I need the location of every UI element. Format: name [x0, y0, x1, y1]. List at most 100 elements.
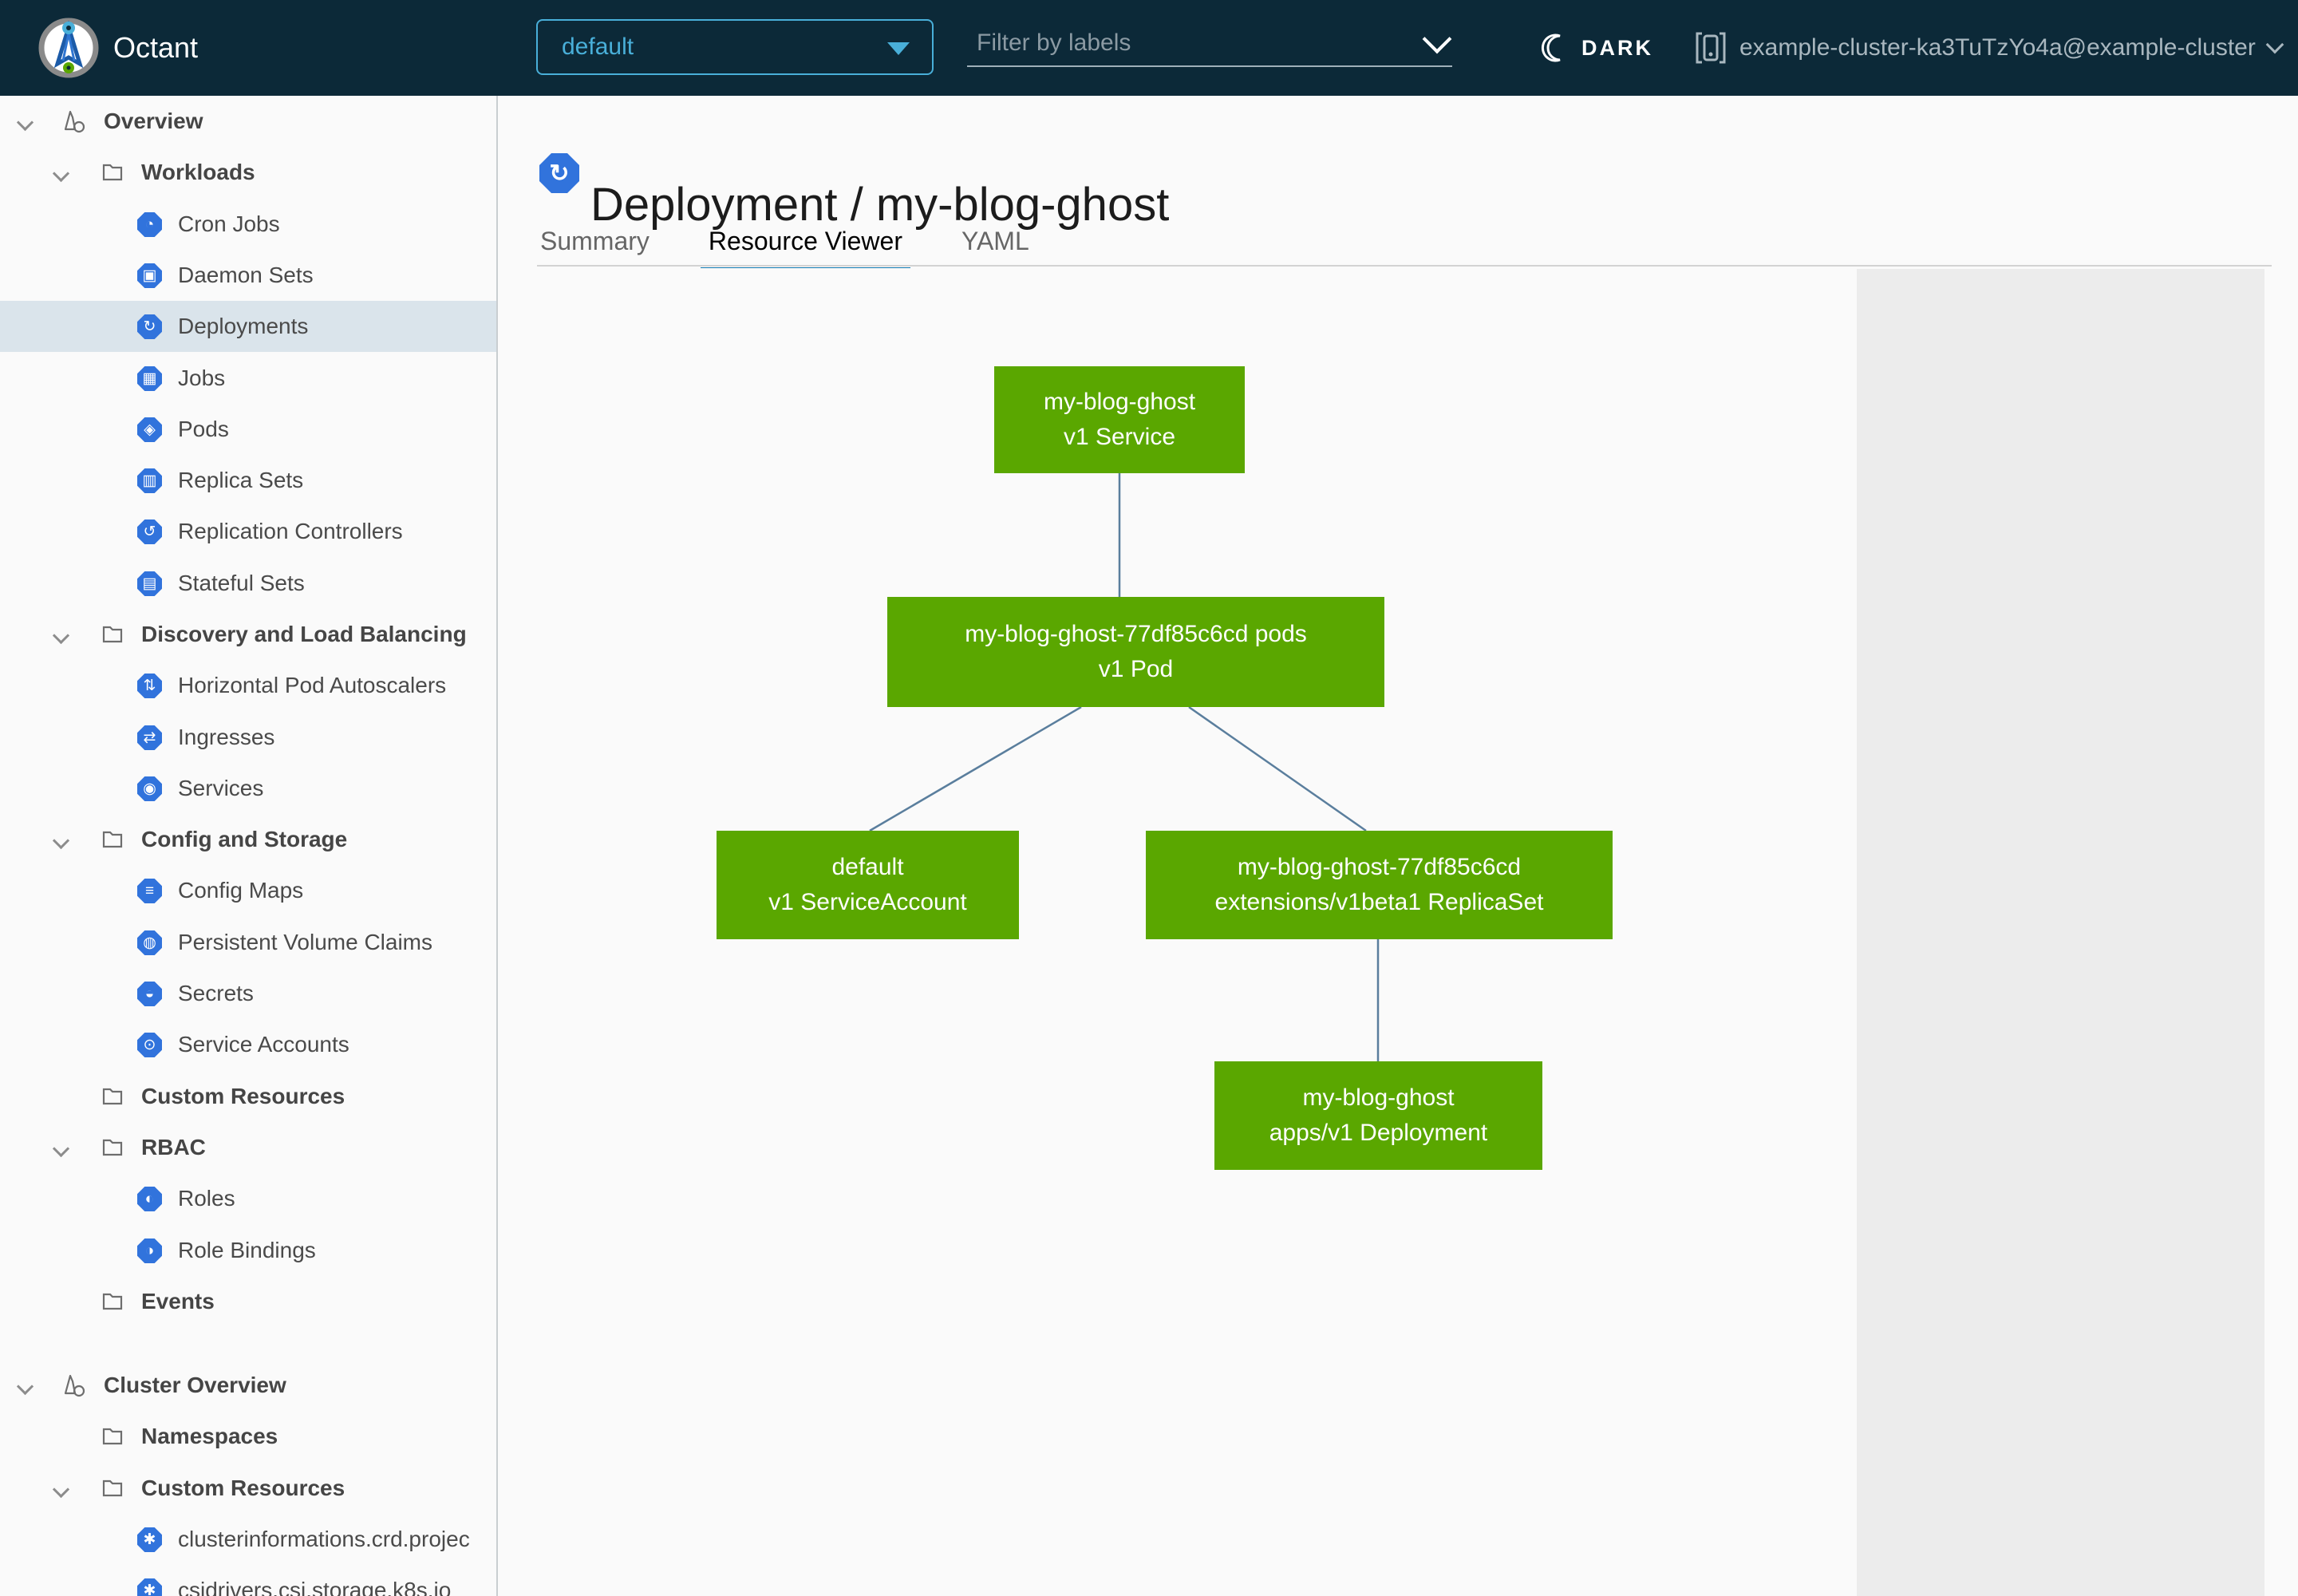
sidebar-item-deployments[interactable]: ↻ Deployments	[0, 301, 496, 352]
sidebar-item-label: Service Accounts	[178, 1032, 349, 1057]
sidebar-item-label: Replica Sets	[178, 468, 304, 492]
tab-summary[interactable]: Summary	[540, 227, 650, 255]
sidebar-item-stateful-sets[interactable]: ▤ Stateful Sets	[0, 558, 496, 609]
cluster-name: example-cluster-ka3TuTzYo4a@example-clus…	[1739, 34, 2256, 61]
graph-node-deployment[interactable]: my-blog-ghost apps/v1 Deployment	[1214, 1061, 1542, 1170]
node-kind: apps/v1 Deployment	[1269, 1120, 1488, 1146]
sidebar-item-label: Namespaces	[141, 1424, 278, 1448]
chevron-down-icon[interactable]	[52, 164, 70, 183]
cluster-chevron-down-icon	[2265, 35, 2284, 54]
sidebar-item-label: Roles	[178, 1186, 235, 1211]
sidebar-item-namespaces[interactable]: Namespaces	[0, 1411, 496, 1462]
namespace-select[interactable]: default	[536, 19, 934, 75]
graph-side-panel	[1857, 269, 2264, 1596]
node-name: my-blog-ghost-77df85c6cd pods	[965, 621, 1307, 647]
sidebar-item-label: Custom Resources	[141, 1084, 345, 1108]
sidebar-item-custom-resources[interactable]: Custom Resources	[0, 1463, 496, 1514]
node-name: default	[831, 854, 904, 880]
sidebar-item-label: Deployments	[178, 314, 309, 338]
graph-node-service[interactable]: my-blog-ghost v1 Service	[994, 366, 1245, 473]
graph-node-replicaset[interactable]: my-blog-ghost-77df85c6cd extensions/v1bet…	[1146, 831, 1613, 939]
sidebar-item-label: Cron Jobs	[178, 211, 280, 236]
resource-kind-icon: ↻	[137, 314, 162, 339]
sidebar-item-pods[interactable]: ◈Pods	[0, 404, 496, 455]
chevron-down-icon[interactable]	[52, 626, 70, 645]
chevron-down-icon[interactable]	[16, 1377, 34, 1396]
octant-logo-icon	[38, 18, 99, 78]
sidebar-item-config-and-storage[interactable]: Config and Storage	[0, 814, 496, 865]
page-title: Deployment / my-blog-ghost	[590, 178, 1170, 231]
sidebar-item-label: Config Maps	[178, 878, 304, 903]
sidebar-item-label: Role Bindings	[178, 1238, 316, 1262]
namespace-caret-icon	[887, 42, 910, 55]
sidebar-item-workloads[interactable]: Workloads	[0, 147, 496, 198]
node-kind: v1 Service	[1063, 424, 1176, 450]
sidebar-item-clusterinformations-crd-projec[interactable]: ✱clusterinformations.crd.projec	[0, 1514, 496, 1565]
sidebar-item-role-bindings[interactable]: ◑ Role Bindings	[0, 1225, 496, 1276]
sidebar-item-roles[interactable]: ◐Roles	[0, 1173, 496, 1224]
resource-kind-icon: ◒	[137, 982, 162, 1006]
sidebar-item-discovery-and-load-balancing[interactable]: Discovery and Load Balancing	[0, 609, 496, 660]
chevron-down-icon[interactable]	[16, 113, 34, 132]
resource-kind-icon: ▤	[137, 571, 162, 596]
node-name: my-blog-ghost	[1302, 1084, 1455, 1111]
theme-toggle-button[interactable]: DARK	[1540, 0, 1653, 96]
cluster-selector[interactable]: example-cluster-ka3TuTzYo4a@example-clus…	[1695, 0, 2284, 96]
resource-kind-icon: ↺	[137, 519, 162, 544]
resource-kind-icon: ⊙	[137, 1033, 162, 1057]
label-filter	[967, 21, 1452, 67]
sidebar-item-label: Jobs	[178, 365, 226, 390]
sidebar-item-label: Config and Storage	[141, 827, 348, 851]
tab-divider	[537, 265, 2272, 267]
sidebar-item-replication-controllers[interactable]: ↺ Replication Controllers	[0, 506, 496, 557]
sidebar-item-label: Horizontal Pod Autoscalers	[178, 673, 447, 697]
sidebar-item-label: csidrivers.csi.storage.k8s.io	[178, 1578, 452, 1596]
sidebar-item-label: RBAC	[141, 1135, 206, 1159]
resource-tabs: Summary Resource Viewer YAML	[537, 222, 1033, 273]
app-header: Octant default DARK example-cluster-ka3T…	[0, 0, 2298, 96]
sidebar-item-label: Stateful Sets	[178, 571, 305, 595]
node-kind: extensions/v1beta1 ReplicaSet	[1214, 889, 1544, 915]
node-name: my-blog-ghost-77df85c6cd	[1237, 854, 1522, 880]
resource-kind-icon: ◔	[137, 212, 162, 237]
resource-kind-icon: ⇅	[137, 674, 162, 698]
sidebar-item-cron-jobs[interactable]: ◔ Cron Jobs	[0, 199, 496, 250]
sidebar-item-csidrivers-csi-storage-k8s-io[interactable]: ✱csidrivers.csi.storage.k8s.io	[0, 1565, 496, 1596]
sidebar-item-secrets[interactable]: ◒Secrets	[0, 968, 496, 1019]
sidebar-item-jobs[interactable]: ▦Jobs	[0, 353, 496, 404]
sidebar-item-overview[interactable]: Overview	[0, 96, 496, 147]
label-filter-input[interactable]	[967, 21, 1452, 65]
sidebar-item-config-maps[interactable]: ≡Config Maps	[0, 865, 496, 916]
resource-kind-icon: ◑	[137, 1238, 162, 1263]
node-name: my-blog-ghost	[1043, 389, 1196, 415]
sidebar-item-label: Services	[178, 776, 264, 800]
sidebar-item-services[interactable]: ◉ Services	[0, 763, 496, 814]
sidebar-item-persistent-volume-claims[interactable]: ◍Persistent Volume Claims	[0, 917, 496, 968]
sidebar-item-service-accounts[interactable]: ⊙ Service Accounts	[0, 1019, 496, 1070]
resource-kind-icon: ✱	[137, 1527, 162, 1552]
sidebar-item-replica-sets[interactable]: ▥Replica Sets	[0, 455, 496, 506]
sidebar-item-ingresses[interactable]: ⇄Ingresses	[0, 712, 496, 763]
resource-kind-icon: ◍	[137, 930, 162, 955]
sidebar-item-horizontal-pod-autoscalers[interactable]: ⇅ Horizontal Pod Autoscalers	[0, 660, 496, 711]
tab-resource-viewer[interactable]: Resource Viewer	[700, 222, 911, 273]
graph-node-serviceaccount[interactable]: default v1 ServiceAccount	[717, 831, 1019, 939]
resource-kind-icon: ◉	[137, 776, 162, 801]
sidebar-item-label: Events	[141, 1289, 215, 1314]
node-kind: v1 ServiceAccount	[768, 889, 967, 915]
chevron-down-icon[interactable]	[52, 1140, 70, 1158]
sidebar-item-rbac[interactable]: RBAC	[0, 1122, 496, 1173]
sidebar-item-daemon-sets[interactable]: ▣Daemon Sets	[0, 250, 496, 301]
tab-yaml[interactable]: YAML	[961, 227, 1029, 255]
sidebar-item-custom-resources[interactable]: Custom Resources	[0, 1071, 496, 1122]
sidebar-item-label: Custom Resources	[141, 1476, 345, 1500]
sidebar-item-label: Daemon Sets	[178, 263, 314, 287]
sidebar-item-cluster-overview[interactable]: Cluster Overview	[0, 1360, 496, 1411]
sidebar-item-label: Replication Controllers	[178, 519, 403, 543]
chevron-down-icon[interactable]	[52, 1480, 70, 1499]
chevron-down-icon[interactable]	[52, 832, 70, 850]
sidebar-item-events[interactable]: Events	[0, 1276, 496, 1327]
cluster-icon	[1696, 32, 1726, 64]
